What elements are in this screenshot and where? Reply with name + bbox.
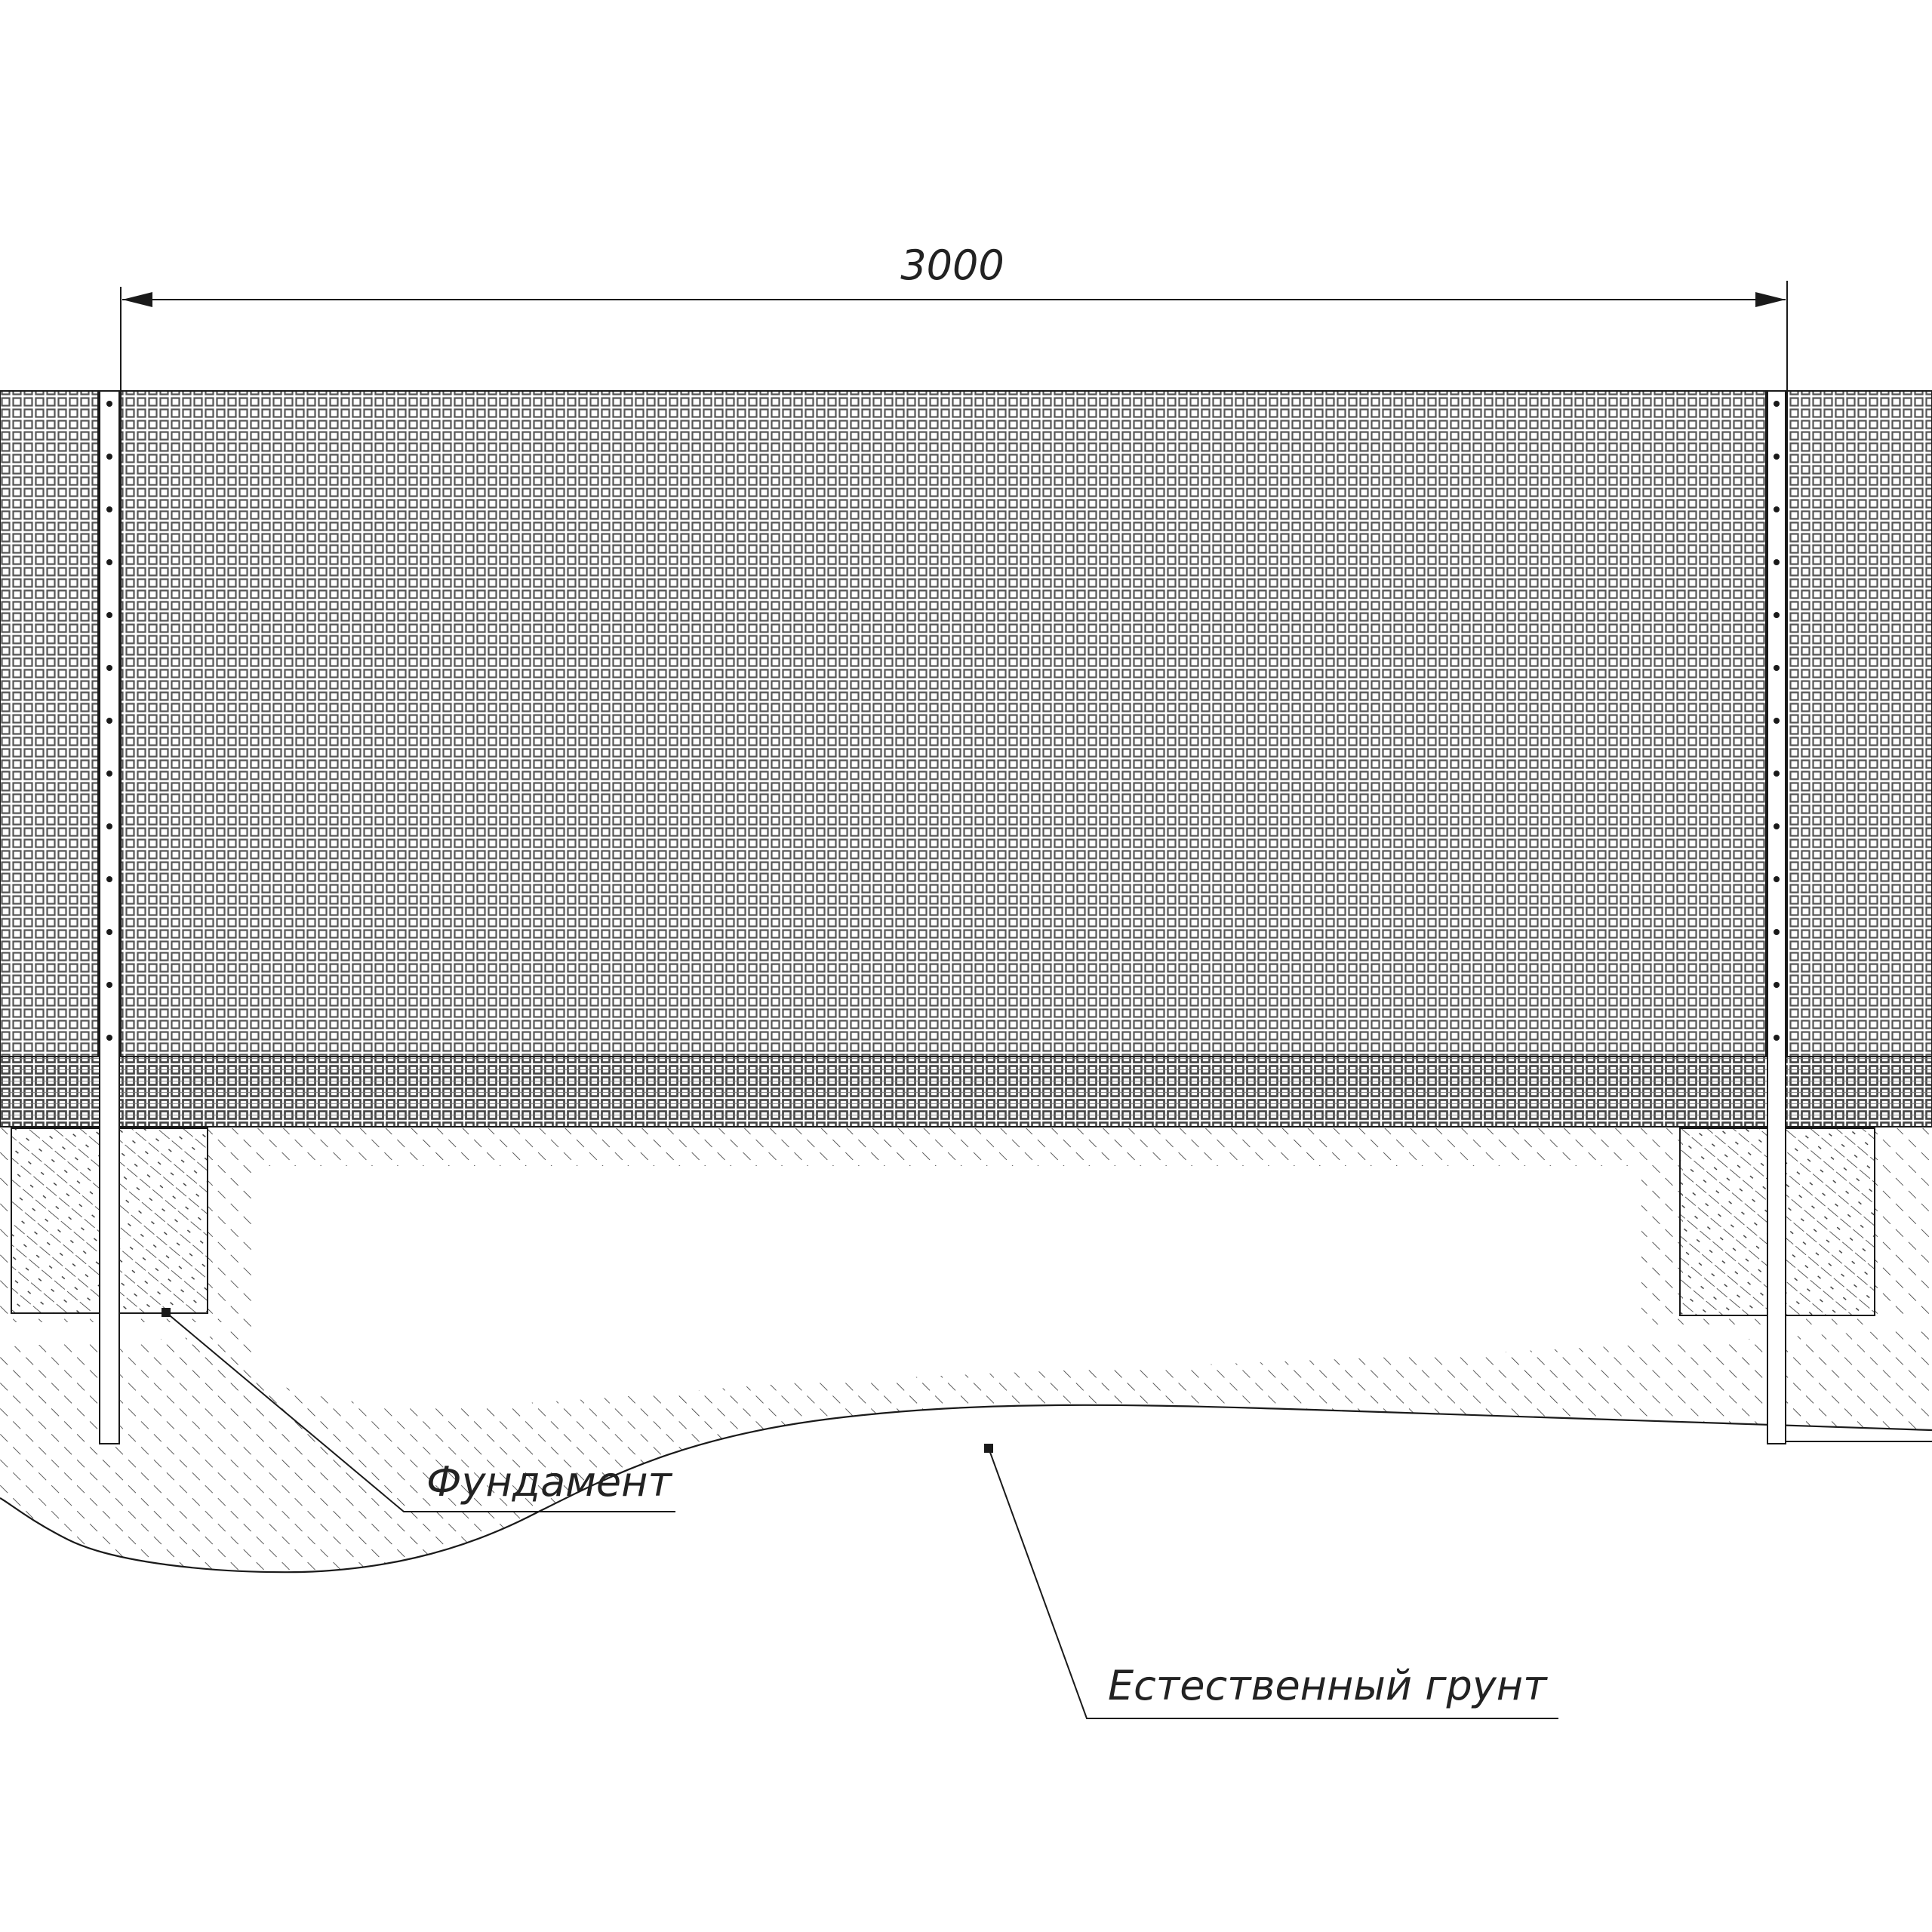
post-fastener-dot — [1774, 718, 1780, 724]
post-fastener-dot — [106, 454, 112, 460]
post-fastener-dot — [106, 718, 112, 724]
callout-natural-soil: Естественный грунт — [984, 1444, 1558, 1719]
post-fastener-dot — [1774, 401, 1780, 407]
callout-foundation-leader — [165, 1312, 675, 1512]
post-fastener-dot — [106, 612, 112, 618]
fence-mesh — [0, 390, 1932, 1128]
post-fastener-dot — [106, 823, 112, 829]
ground-boundary — [0, 1404, 1932, 1574]
post-fastener-dot — [106, 665, 112, 671]
post-fastener-dot — [1774, 454, 1780, 460]
callout-foundation: Фундамент — [162, 1308, 675, 1512]
fence-post-left — [99, 390, 120, 1444]
dimension-3000: 3000 — [120, 242, 1788, 392]
post-fastener-dots — [106, 401, 1780, 1041]
post-fastener-dot — [1774, 559, 1780, 565]
post-fastener-dot — [106, 771, 112, 777]
post-fastener-dot — [106, 559, 112, 565]
post-fastener-dot — [1774, 1035, 1780, 1041]
mesh-panel-right — [1786, 390, 1932, 1057]
mesh-base-strip — [0, 1056, 1932, 1128]
post-fastener-dot — [1774, 876, 1780, 882]
post-fastener-dot — [1774, 612, 1780, 618]
post-fastener-dot — [1774, 771, 1780, 777]
callout-natural-soil-leader — [988, 1447, 1558, 1719]
soil-hatch — [0, 1128, 1932, 1573]
post-fastener-dot — [1774, 823, 1780, 829]
post-fastener-dot — [106, 876, 112, 882]
post-fastener-dot — [106, 929, 112, 935]
post-fastener-dot — [106, 1035, 112, 1041]
soil-void-center — [253, 1166, 1932, 1406]
post-fastener-dot — [1774, 506, 1780, 512]
post-fastener-dot — [106, 982, 112, 988]
post-fastener-dot — [106, 506, 112, 512]
post-fastener-dot — [1774, 929, 1780, 935]
mesh-panel-left — [0, 390, 99, 1057]
dimension-label: 3000 — [900, 242, 1004, 289]
fence-post-right — [1767, 390, 1786, 1444]
post-fastener-dot — [1774, 982, 1780, 988]
post-fastener-dot — [106, 401, 112, 407]
post-fastener-dot — [1774, 665, 1780, 671]
callout-natural-soil-label: Естественный грунт — [1108, 1662, 1548, 1709]
mesh-panel-main — [120, 390, 1767, 1057]
callout-foundation-label: Фундамент — [426, 1458, 672, 1506]
